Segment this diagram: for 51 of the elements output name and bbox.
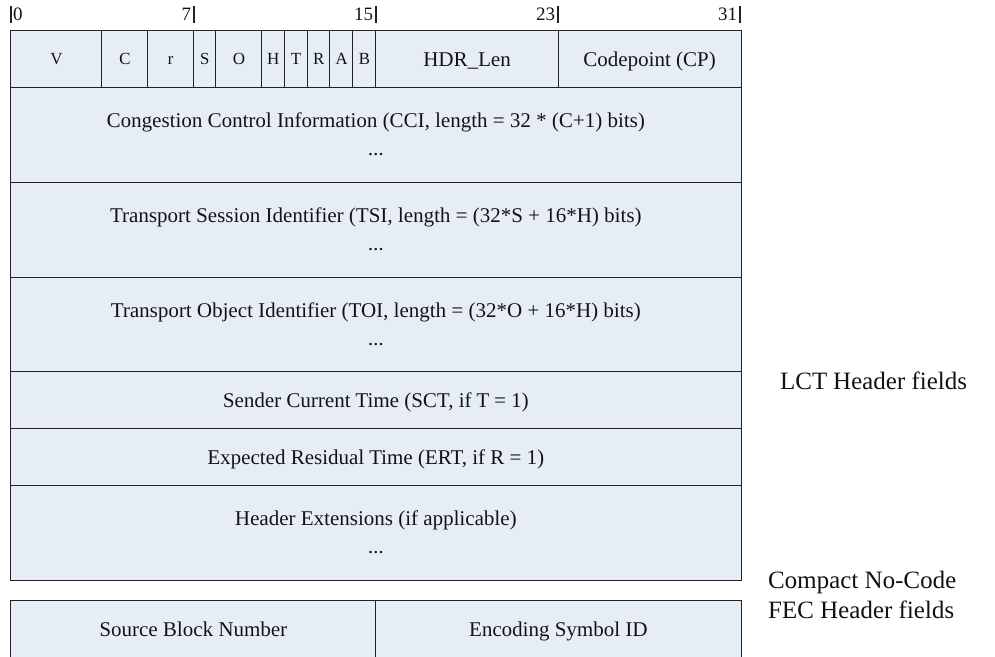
header-field xyxy=(352,30,376,88)
header-field xyxy=(10,277,742,372)
ellipsis: ... xyxy=(368,135,384,162)
field-name: Transport Object Identifier (TOI, length = (32*O + 16*H) bits) xyxy=(110,296,641,322)
header-field xyxy=(10,600,376,657)
field-name: Encoding Symbol ID xyxy=(469,616,648,642)
header-field xyxy=(375,30,559,88)
field-name: Codepoint (CP) xyxy=(583,46,716,72)
ellipsis: ... xyxy=(368,324,384,352)
field-name: V xyxy=(50,48,63,70)
field-name: C xyxy=(119,48,130,70)
field-name: R xyxy=(313,48,324,70)
field-name: Transport Session Identifier (TSI, length = (32*S + 16*H) bits) xyxy=(110,202,642,228)
header-field xyxy=(10,87,742,183)
field-name: H xyxy=(266,48,280,70)
field-name: S xyxy=(200,48,210,70)
header-field xyxy=(10,30,103,88)
header-field xyxy=(284,30,308,88)
ellipsis: ... xyxy=(368,230,384,257)
header-field xyxy=(192,30,217,88)
bit-number: 7 xyxy=(182,4,191,26)
header-field xyxy=(10,371,742,429)
header-field xyxy=(10,182,742,278)
field-name: Header Extensions (if applicable) xyxy=(234,505,517,531)
header-field xyxy=(146,30,194,88)
section-label: LCT Header fields xyxy=(780,367,968,397)
bit-number: 31 xyxy=(718,4,737,26)
bit-number: 15 xyxy=(354,4,373,26)
header-field xyxy=(10,485,742,581)
header-field xyxy=(10,428,742,486)
field-name: Source Block Number xyxy=(99,616,288,642)
ellipsis: ... xyxy=(368,533,384,560)
field-name: r xyxy=(168,48,174,70)
bit-number: 23 xyxy=(536,4,555,26)
field-name: HDR_Len xyxy=(423,46,511,72)
header-field xyxy=(558,30,742,88)
bit-number: 0 xyxy=(13,4,22,26)
header-field xyxy=(306,30,331,88)
section-label: Compact No-Code FEC Header fields xyxy=(768,566,958,626)
field-name: Sender Current Time (SCT, if T = 1) xyxy=(222,387,529,413)
field-name: O xyxy=(232,48,246,70)
header-field xyxy=(329,30,354,88)
header-field xyxy=(101,30,148,88)
field-name: A xyxy=(335,48,348,70)
field-name: Expected Residual Time (ERT, if R = 1) xyxy=(207,444,544,470)
header-field xyxy=(375,600,742,657)
field-name: Congestion Control Information (CCI, length = 32 * (C+1) bits) xyxy=(106,107,645,133)
field-name: B xyxy=(358,48,370,70)
field-name: T xyxy=(290,48,302,70)
header-field xyxy=(260,30,286,88)
header-field xyxy=(215,30,262,88)
